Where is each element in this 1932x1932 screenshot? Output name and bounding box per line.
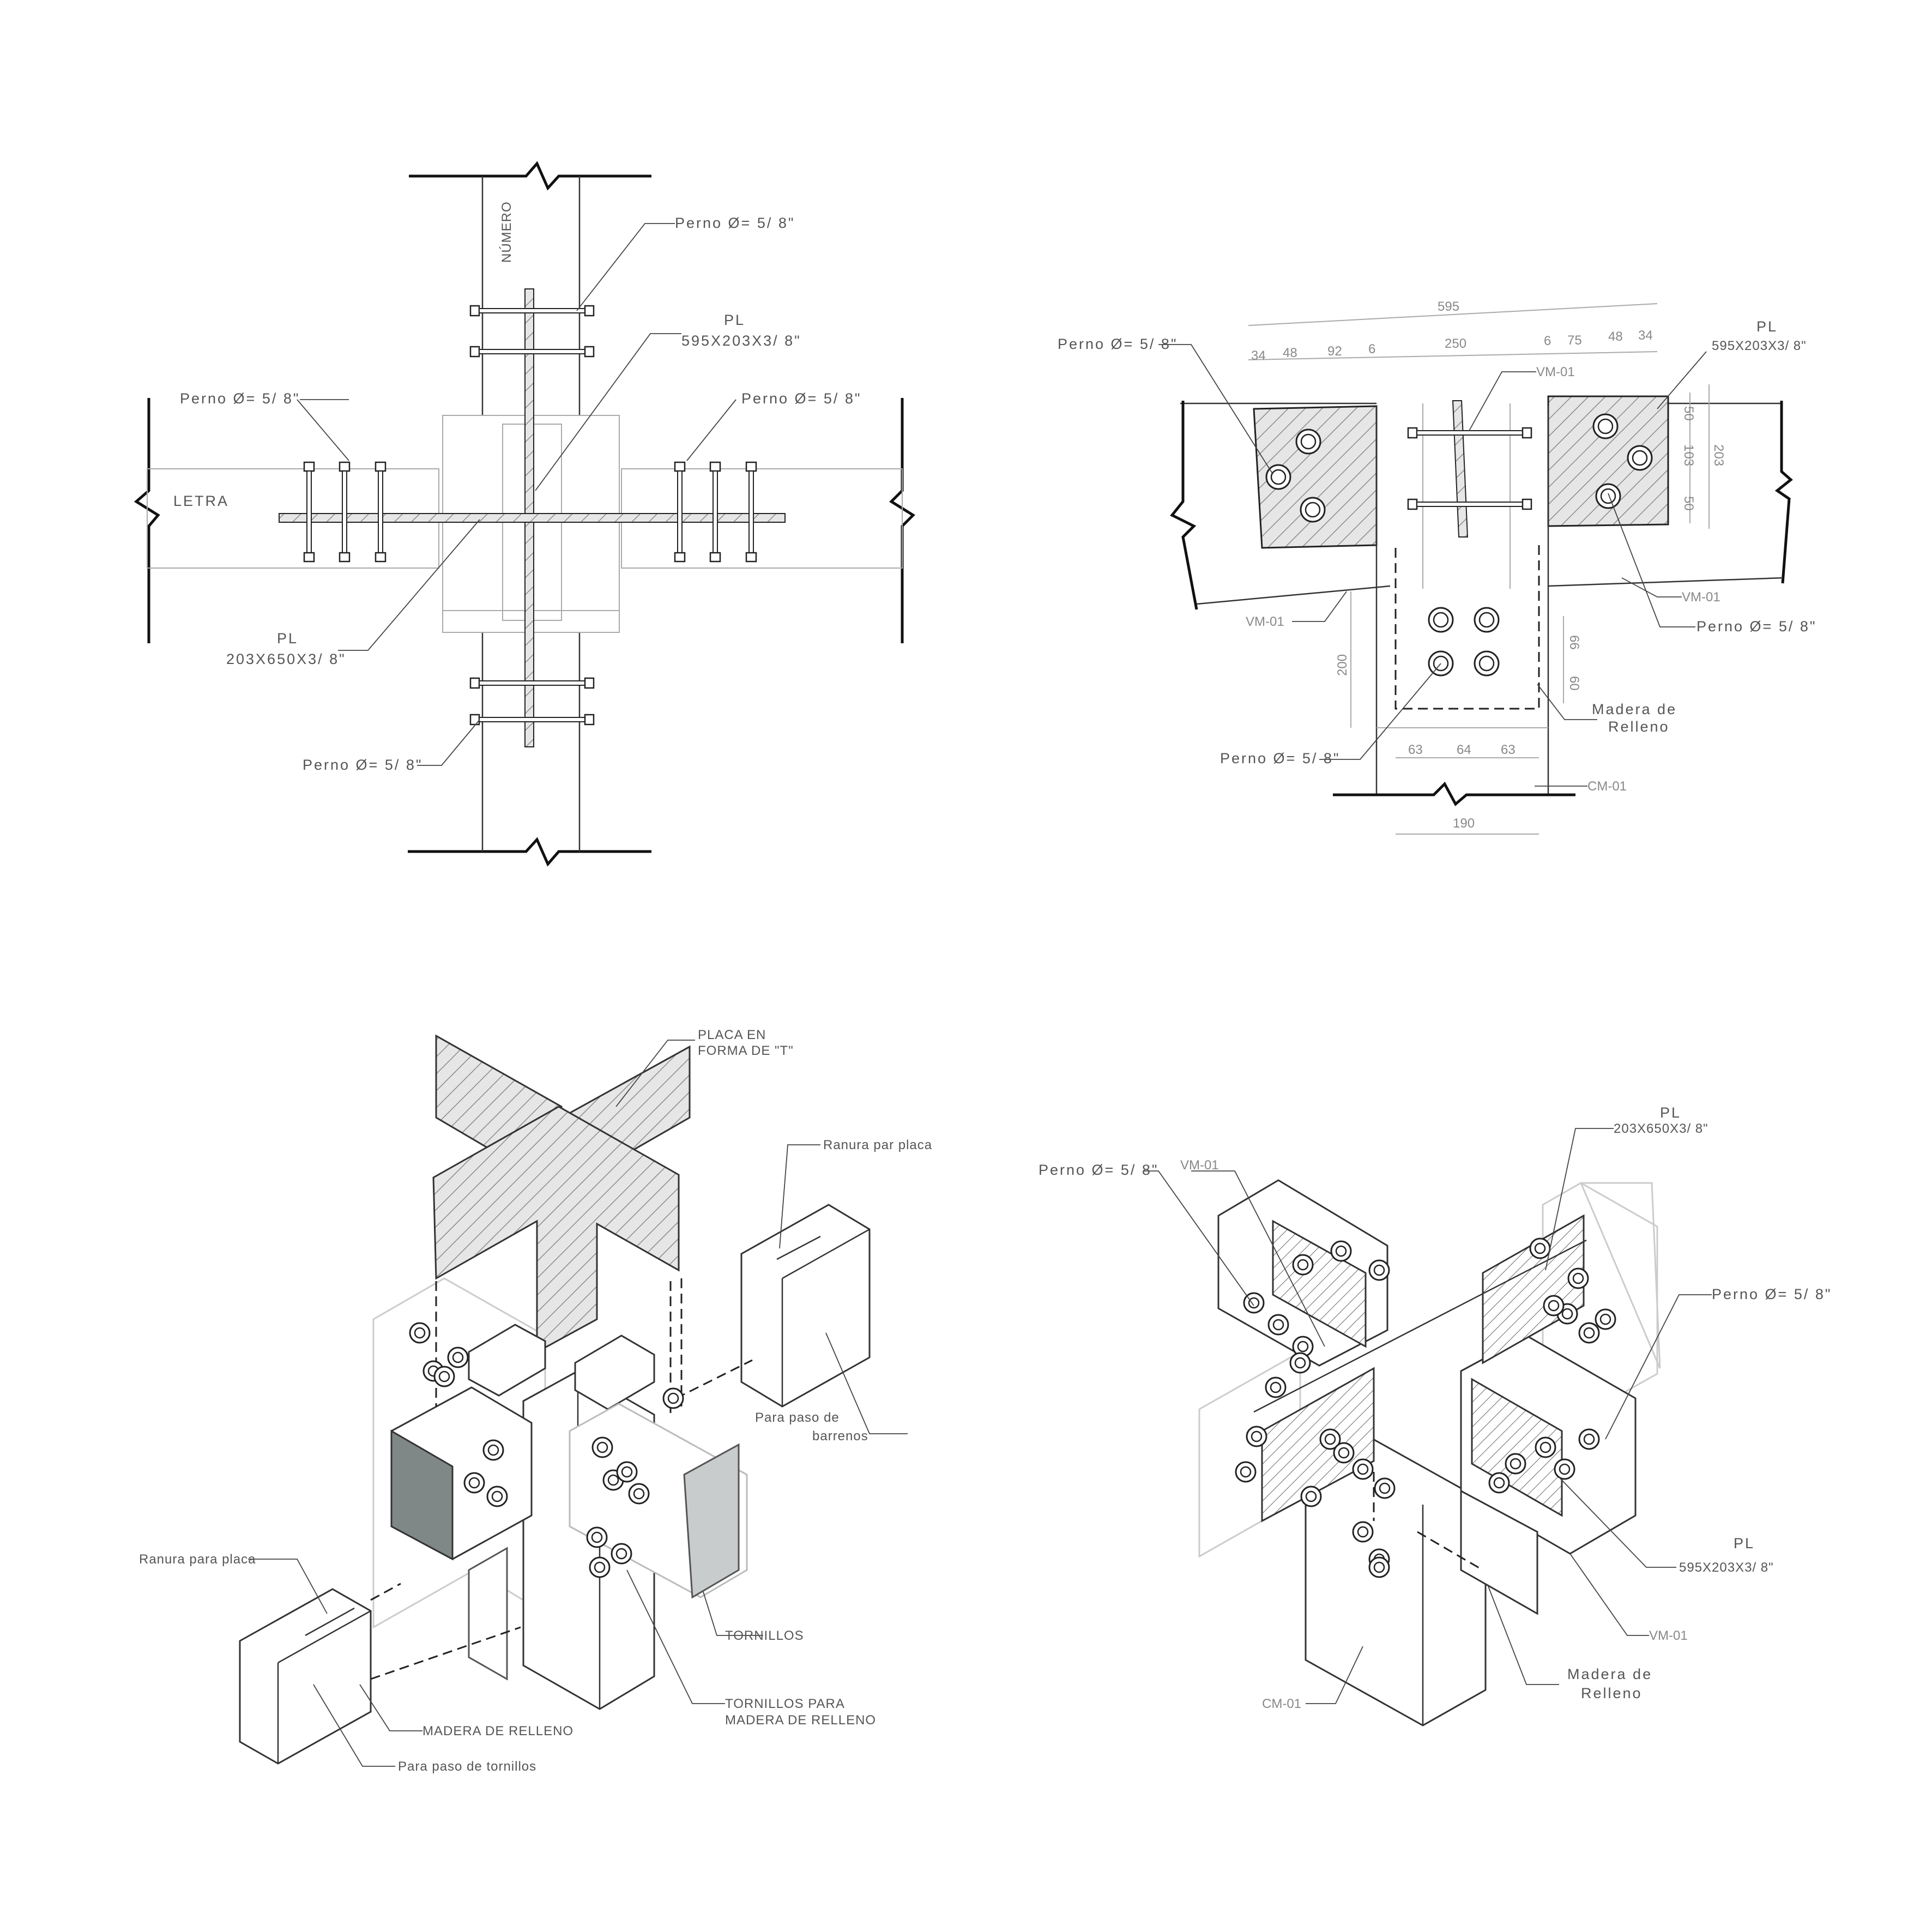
dim-63b: 63 — [1501, 742, 1516, 757]
ranura-para-label: Ranura para placa — [139, 1552, 256, 1567]
pl-595-label-tr: 595X203X3/ 8" — [1712, 339, 1807, 353]
dim-66: 66 — [1567, 635, 1581, 650]
perno-label-tr-bottom: Perno Ø= 5/ 8" — [1220, 750, 1340, 766]
pl-label-br-bottom: PL — [1734, 1535, 1755, 1551]
dim-48b: 48 — [1608, 329, 1623, 344]
placa-en-label: PLACA EN — [698, 1028, 766, 1042]
dim-60: 60 — [1567, 676, 1581, 691]
vm01-label-tr-right: VM-01 — [1682, 590, 1720, 605]
dark-filler-face — [390, 1429, 454, 1561]
dim-190: 190 — [1453, 816, 1475, 831]
vm01-label-tr-left: VM-01 — [1246, 614, 1284, 629]
perno-label-tr-top: Perno Ø= 5/ 8" — [1058, 336, 1178, 352]
cm01-label-br: CM-01 — [1262, 1696, 1301, 1711]
dim-48a: 48 — [1283, 346, 1297, 360]
para-paso-de-label: Para paso de — [755, 1410, 840, 1425]
madera-relleno-label-2: MADERA DE RELLENO — [422, 1724, 573, 1738]
vm01-label-br-bottom: VM-01 — [1649, 1628, 1688, 1643]
dim-200: 200 — [1335, 654, 1350, 676]
ranura-block-right — [740, 1204, 871, 1408]
dim-64: 64 — [1457, 742, 1471, 757]
dim-203: 203 — [1711, 444, 1726, 466]
exploded-isometric: PLACA EN FORMA DE "T" Ranura par placa P… — [139, 1028, 932, 1774]
dim-103: 103 — [1681, 444, 1696, 466]
madera-de-label-tr: Madera de — [1592, 701, 1677, 717]
numero-label: NÚMERO — [499, 201, 514, 263]
pl-595-label-br: 595X203X3/ 8" — [1679, 1560, 1774, 1575]
dim-92: 92 — [1327, 344, 1342, 359]
perno-label-right: Perno Ø= 5/ 8" — [741, 390, 861, 407]
dim-250: 250 — [1445, 336, 1466, 351]
vm01-label-br-top: VM-01 — [1180, 1158, 1219, 1173]
para-paso-tornillos-label: Para paso de tornillos — [398, 1759, 536, 1774]
dimensioned-detail: 595 34 48 92 6 250 6 75 48 34 50 103 50 … — [1058, 299, 1816, 835]
pl-label-br-top: PL — [1660, 1104, 1681, 1121]
dim-50b: 50 — [1681, 496, 1696, 511]
perno-label-left: Perno Ø= 5/ 8" — [180, 390, 300, 407]
dim-50a: 50 — [1681, 406, 1696, 421]
elevation-detail: NÚMERO LETRA Perno Ø= 5/ 8" PL 595X203X3… — [134, 161, 915, 867]
madera-de-label-br: Madera de — [1567, 1666, 1652, 1682]
break-line-bottom — [408, 837, 651, 867]
pl-label-tr: PL — [1756, 318, 1778, 335]
letra-label: LETRA — [173, 493, 229, 509]
ranura-block-left — [239, 1588, 372, 1765]
dim-6a: 6 — [1368, 342, 1375, 357]
tornillos-label: TORNILLOS — [725, 1628, 804, 1643]
dim-6b: 6 — [1544, 334, 1551, 348]
ranura-par-label: Ranura par placa — [823, 1138, 932, 1152]
light-filler-face — [683, 1443, 740, 1599]
pl-595-label-top: 595X203X3/ 8" — [681, 333, 801, 349]
pl-203-label-left: 203X650X3/ 8" — [226, 651, 346, 667]
dim-63a: 63 — [1408, 742, 1423, 757]
cm01-label-tr: CM-01 — [1587, 779, 1627, 794]
dim-595: 595 — [1438, 299, 1459, 314]
dim-34b: 34 — [1638, 328, 1653, 343]
perno-label-tr-right: Perno Ø= 5/ 8" — [1696, 618, 1816, 635]
break-line-top — [409, 161, 651, 191]
pl-label-top: PL — [724, 312, 745, 328]
perno-label-bottom: Perno Ø= 5/ 8" — [303, 757, 422, 773]
t-plate-bottom — [432, 1106, 680, 1354]
perno-label-top: Perno Ø= 5/ 8" — [675, 215, 795, 231]
perno-label-br-left: Perno Ø= 5/ 8" — [1039, 1162, 1158, 1178]
relleno-label-br: Relleno — [1581, 1685, 1643, 1701]
dim-75: 75 — [1567, 333, 1582, 348]
forma-t-label: FORMA DE "T" — [698, 1043, 794, 1058]
tornillos-para-label: TORNILLOS PARA — [725, 1696, 845, 1711]
horizontal-plate — [279, 513, 786, 523]
assembled-isometric: VM-01 Perno Ø= 5/ 8" PL 203X650X3/ 8" Pe… — [1039, 1104, 1832, 1726]
vm01-label-tr-top: VM-01 — [1536, 365, 1575, 379]
perno-label-br-right: Perno Ø= 5/ 8" — [1712, 1286, 1832, 1302]
barrenos-label: barrenos — [812, 1429, 868, 1444]
dim-34a: 34 — [1251, 348, 1266, 363]
relleno-label-tr: Relleno — [1608, 719, 1670, 735]
pl-203-label-br: 203X650X3/ 8" — [1614, 1121, 1708, 1136]
pl-label-left: PL — [277, 630, 298, 647]
madera-relleno-label-1: MADERA DE RELLENO — [725, 1713, 876, 1728]
